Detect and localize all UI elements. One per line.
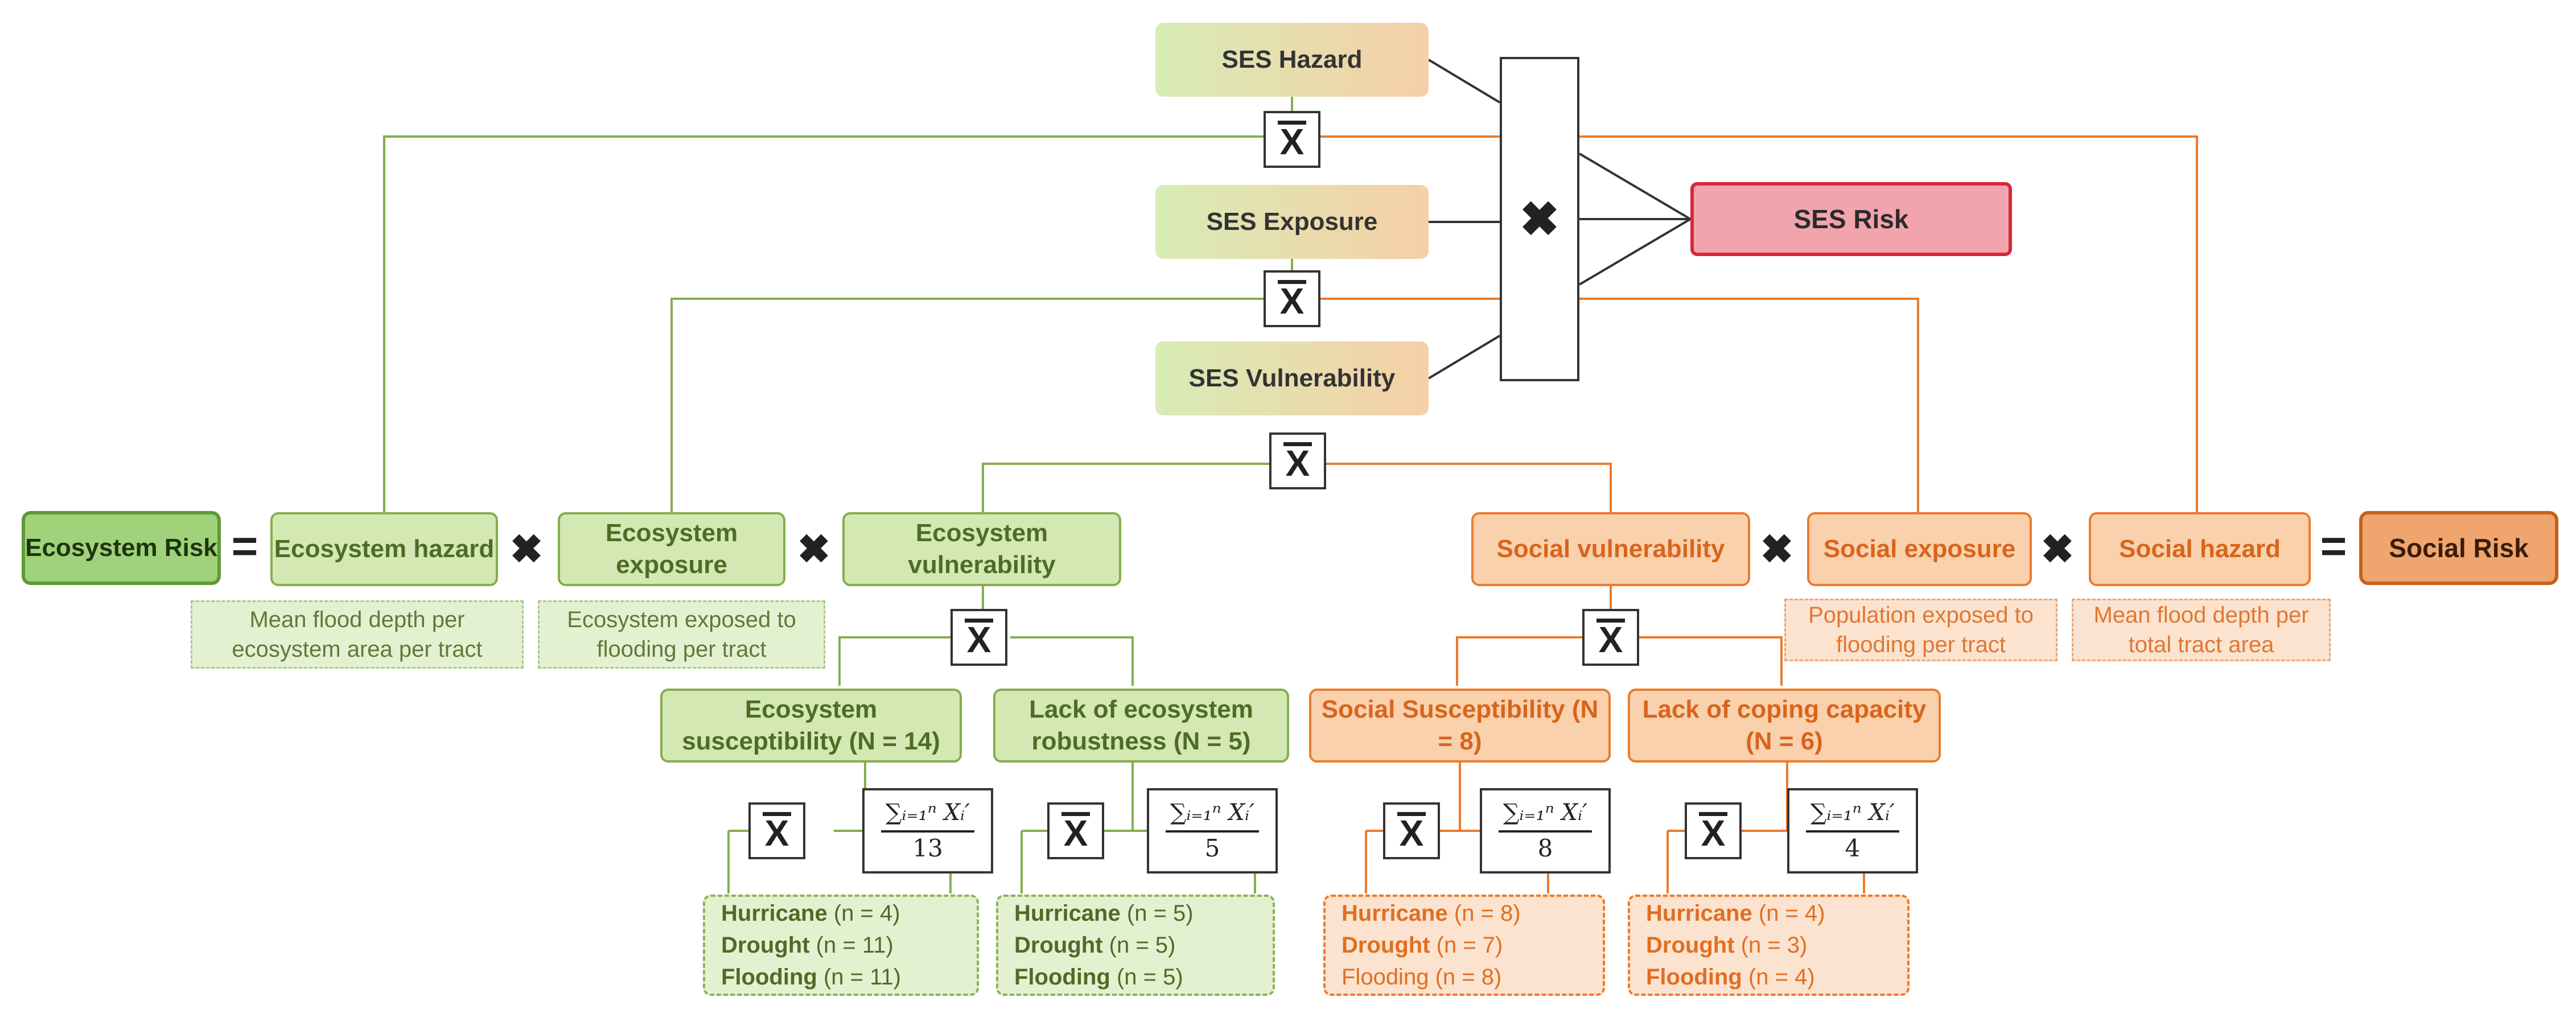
ecosystem-risk-box: Ecosystem Risk xyxy=(22,511,221,585)
eco-susceptibility-hazard-counts: Hurricane (n = 4) Drought (n = 11) Flood… xyxy=(703,895,979,996)
mean-operator-soc-susceptibility: X xyxy=(1383,802,1440,859)
wire-vulnerability-times xyxy=(1427,335,1501,380)
social-risk-box: Social Risk xyxy=(2359,511,2558,585)
sum-fraction-eco-robustness: ∑ᵢ₌₁ⁿ Xᵢ′ 5 xyxy=(1147,788,1278,874)
ecosystem-exposure-note: Ecosystem exposed to flooding per tract xyxy=(538,600,825,669)
ecosystem-robustness-box: Lack of ecosystem robustness (N = 5) xyxy=(993,689,1289,763)
list-item: Hurricane (n = 5) xyxy=(1014,901,1194,926)
equals-sign-eco: = xyxy=(231,521,258,571)
list-item: Hurricane (n = 4) xyxy=(1646,901,1825,926)
ses-risk-box: SES Risk xyxy=(1690,182,2012,256)
ecosystem-hazard-note: Mean flood depth per ecosystem area per … xyxy=(191,600,524,669)
social-susceptibility-box: Social Susceptibility (N = 8) xyxy=(1309,689,1611,763)
ses-vulnerability-box: SES Vulnerability xyxy=(1155,341,1429,415)
wire-times-risk-3 xyxy=(1578,218,1692,286)
wire-eco-hazard xyxy=(383,135,1264,512)
list-item: Drought (n = 7) xyxy=(1342,933,1503,958)
list-item: Flooding (n = 8) xyxy=(1342,965,1502,990)
list-item: Flooding (n = 5) xyxy=(1014,965,1183,990)
ecosystem-vulnerability-box: Ecosystem vulnerability xyxy=(842,512,1121,586)
ecosystem-hazard-box: Ecosystem hazard xyxy=(270,512,498,586)
ecosystem-susceptibility-box: Ecosystem susceptibility (N = 14) xyxy=(660,689,962,763)
mean-operator-vulnerability: X xyxy=(1269,432,1326,489)
mean-operator-eco-vulnerability: X xyxy=(950,609,1007,666)
soc-susceptibility-hazard-counts: Hurricane (n = 8) Drought (n = 7) Floodi… xyxy=(1323,895,1605,996)
ecosystem-exposure-box: Ecosystem exposure xyxy=(558,512,785,586)
multiply-box: ✖ xyxy=(1500,57,1579,381)
list-item: Hurricane (n = 8) xyxy=(1342,901,1521,926)
list-item: Drought (n = 5) xyxy=(1014,933,1176,958)
ses-hazard-box: SES Hazard xyxy=(1155,23,1429,97)
social-hazard-note: Mean flood depth per total tract area xyxy=(2072,599,2331,661)
social-hazard-box: Social hazard xyxy=(2089,512,2311,586)
wire-hazard-times xyxy=(1427,59,1501,104)
multiply-sign-soc-2: ✖ xyxy=(2040,527,2075,571)
mean-operator-eco-susceptibility: X xyxy=(748,802,805,859)
multiply-sign-soc-1: ✖ xyxy=(1760,527,1794,571)
social-vulnerability-box: Social vulnerability xyxy=(1471,512,1750,586)
wire-soc-vuln-right xyxy=(1639,636,1783,686)
wire-eco-vuln-left xyxy=(838,636,950,686)
wire-eco-vuln-right xyxy=(1010,636,1134,686)
social-exposure-box: Social exposure xyxy=(1807,512,2032,586)
wire-times-risk-1 xyxy=(1578,153,1692,220)
wire-eco-vulnerability xyxy=(982,463,1269,512)
soc-coping-hazard-counts: Hurricane (n = 4) Drought (n = 3) Floodi… xyxy=(1628,895,1910,996)
mean-operator-soc-coping: X xyxy=(1685,802,1742,859)
multiply-sign-eco-2: ✖ xyxy=(797,527,831,571)
mean-operator-eco-robustness: X xyxy=(1047,802,1104,859)
wire-social-hazard xyxy=(1320,135,2198,512)
mean-operator-hazard: X xyxy=(1264,111,1320,168)
list-item: Flooding (n = 11) xyxy=(721,965,901,990)
eco-robustness-hazard-counts: Hurricane (n = 5) Drought (n = 5) Floodi… xyxy=(996,895,1275,996)
wire-soc-vuln-left xyxy=(1456,636,1582,686)
wire-eco-exposure xyxy=(670,298,1264,512)
list-item: Drought (n = 11) xyxy=(721,933,894,958)
wire-social-vulnerability xyxy=(1320,463,1612,512)
sum-fraction-soc-coping: ∑ᵢ₌₁ⁿ Xᵢ′ 4 xyxy=(1787,788,1918,874)
wire-eco-sus-xbar-up xyxy=(834,763,866,832)
list-item: Flooding (n = 4) xyxy=(1646,965,1815,990)
mean-operator-soc-vulnerability: X xyxy=(1582,609,1639,666)
multiply-sign-eco-1: ✖ xyxy=(509,527,544,571)
equals-sign-soc: = xyxy=(2320,521,2347,571)
ses-exposure-box: SES Exposure xyxy=(1155,185,1429,259)
social-exposure-note: Population exposed to flooding per tract xyxy=(1784,599,2057,661)
list-item: Hurricane (n = 4) xyxy=(721,901,900,926)
mean-operator-exposure: X xyxy=(1264,270,1320,327)
list-item: Drought (n = 3) xyxy=(1646,933,1808,958)
sum-fraction-soc-susceptibility: ∑ᵢ₌₁ⁿ Xᵢ′ 8 xyxy=(1480,788,1611,874)
social-coping-box: Lack of coping capacity (N = 6) xyxy=(1628,689,1941,763)
sum-fraction-eco-susceptibility: ∑ᵢ₌₁ⁿ Xᵢ′ 13 xyxy=(862,788,993,874)
